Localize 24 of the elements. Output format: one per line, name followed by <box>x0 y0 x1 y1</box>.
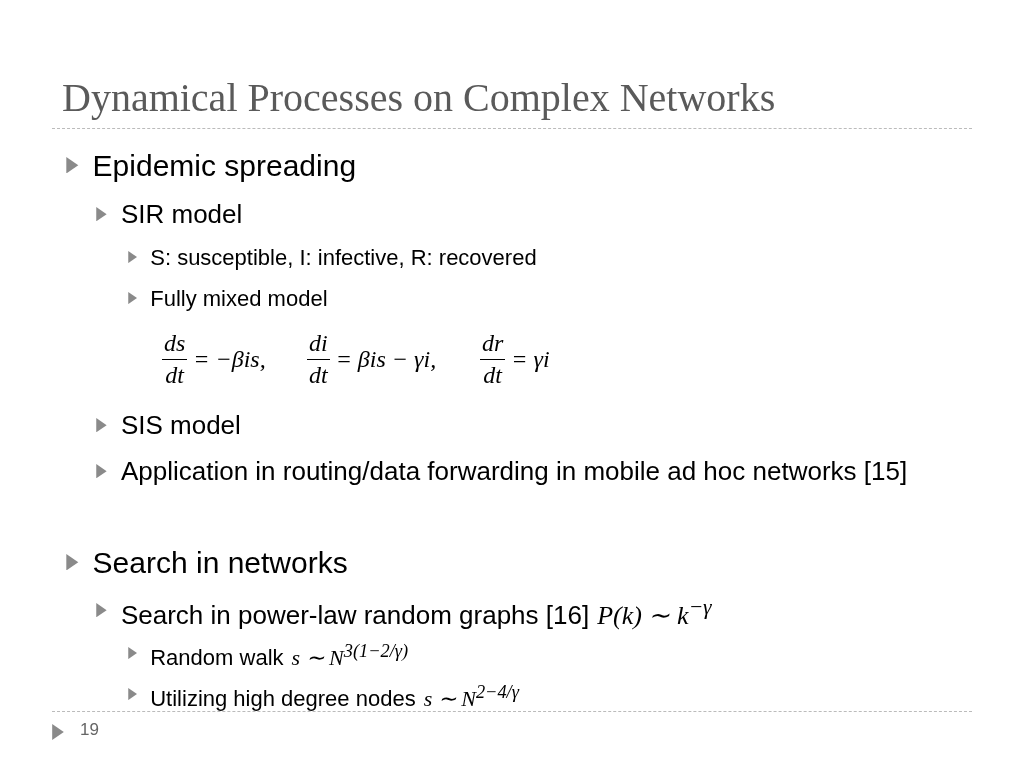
bullet-text: S: susceptible, I: infective, R: recovered <box>150 245 537 270</box>
numerator: ds <box>162 330 188 360</box>
denominator: dt <box>309 361 328 389</box>
denominator: dt <box>483 361 502 389</box>
equation-rhs: = βis − γi, <box>335 346 437 373</box>
bullet-text: Application in routing/data forwarding in mobile ad hoc networks [15] <box>120 456 908 486</box>
equation-rhs: = −βis, <box>193 346 266 373</box>
bullet-text: Random walk <box>150 645 284 671</box>
slide-title: Dynamical Processes on Complex Networks <box>62 74 776 121</box>
equation-rhs: = γi <box>511 346 550 373</box>
numerator: dr <box>480 330 506 360</box>
numerator: di <box>307 330 330 360</box>
denominator: dt <box>165 361 184 389</box>
formula: s ∼ N$^{2−4/γ}$ <box>423 686 519 712</box>
bullet-text: Fully mixed model <box>150 286 328 311</box>
page-number: 19 <box>80 720 99 740</box>
bullet-text: Utilizing high degree nodes <box>150 686 416 712</box>
formula: s ∼ N$^{3(1−2/γ)}$ <box>291 645 409 671</box>
bullet-text: Search in power-law random graphs [16] <box>120 599 590 630</box>
bullet-text: SIR model <box>120 199 243 229</box>
formula: P(k) ∼ k$^{−γ}$ <box>597 600 712 630</box>
bullet-text: Search in networks <box>92 546 348 579</box>
bullet-text: SIS model <box>120 410 241 440</box>
bullet-text: Epidemic spreading <box>92 149 357 182</box>
